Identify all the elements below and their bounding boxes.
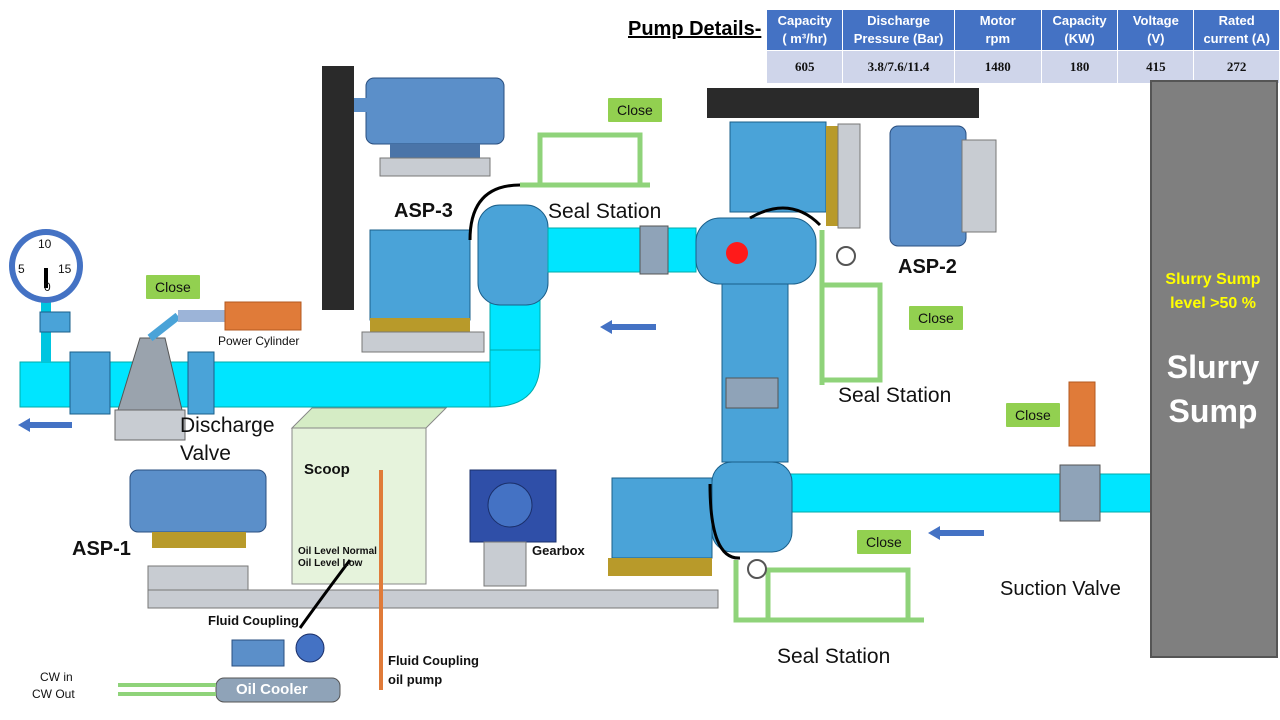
slurry-sump — [1150, 80, 1278, 658]
value-discharge-pressure: 3.8/7.6/11.4 — [842, 50, 955, 84]
asp2-label: ASP-2 — [898, 256, 957, 278]
value-rated-current: 272 — [1193, 50, 1280, 84]
asp1-seal-station-label: Seal Station — [777, 645, 891, 668]
asp1-motor — [129, 469, 267, 591]
asp2-belts — [707, 88, 979, 118]
gauge-tick-0: 0 — [44, 280, 51, 294]
asp3-seal-line — [468, 132, 650, 241]
asp2-pump — [695, 121, 861, 463]
col-voltage: Voltage(V) — [1117, 9, 1195, 51]
discharge-valve-close-status[interactable]: Close — [146, 275, 200, 299]
oil-level-low-label: Oil Level Low — [298, 558, 363, 569]
suction-flow-arrow — [928, 526, 984, 540]
col-capacity-kw: Capacity(KW) — [1040, 9, 1119, 51]
discharge-valve[interactable] — [69, 310, 226, 441]
suction-pipe — [779, 381, 1153, 522]
value-capacity-kw: 180 — [1040, 50, 1119, 84]
asp2-motor — [889, 125, 997, 247]
asp1-pump — [608, 461, 793, 576]
gauge-tick-10: 10 — [38, 237, 52, 251]
asp3-motor — [322, 66, 505, 310]
asp2-seal-station-label: Seal Station — [838, 384, 952, 407]
asp3-pump — [361, 204, 697, 353]
asp2-seal-line — [749, 206, 883, 385]
col-capacity-m3: Capacity( m³/hr) — [765, 9, 844, 51]
asp3-label: ASP-3 — [394, 200, 453, 222]
asp3-seal-close-status[interactable]: Close — [608, 98, 662, 122]
fluid-coupling-box — [290, 407, 448, 585]
oil-pump-and-cooler — [118, 470, 383, 703]
value-motor-rpm: 1480 — [953, 50, 1042, 84]
power-cylinder-label: Power Cylinder — [218, 334, 300, 348]
discharge-valve-label-1: Discharge — [180, 414, 275, 437]
oil-cooler-label: Oil Cooler — [236, 681, 308, 698]
gearbox-unit — [469, 469, 557, 587]
oil-level-normal-label: Oil Level Normal — [298, 546, 377, 557]
return-flow-arrow — [600, 320, 656, 334]
gauge-tick-5: 5 — [18, 262, 25, 276]
fluid-coupling-pump-label-1: Fluid Coupling — [388, 653, 479, 668]
value-voltage: 415 — [1117, 50, 1195, 84]
asp2-seal-close-status[interactable]: Close — [909, 306, 963, 330]
cw-in-label: CW in — [40, 670, 73, 684]
discharge-valve-label-2: Valve — [180, 442, 231, 465]
discharge-flow-arrow — [18, 418, 72, 432]
fluid-coupling-pump-label-2: oil pump — [388, 672, 443, 687]
value-capacity-m3: 605 — [765, 50, 844, 84]
fluid-coupling-label: Fluid Coupling — [208, 613, 299, 628]
scoop-label: Scoop — [304, 461, 350, 478]
power-cylinder — [224, 301, 302, 331]
asp1-seal-close-status[interactable]: Close — [857, 530, 911, 554]
pump-details-title: Pump Details- — [628, 18, 762, 40]
cw-out-label: CW Out — [32, 687, 75, 701]
asp1-label: ASP-1 — [72, 538, 131, 560]
suction-valve-close-status[interactable]: Close — [1006, 403, 1060, 427]
gearbox-label: Gearbox — [532, 543, 585, 558]
pressure-gauge — [9, 229, 83, 362]
skid-base — [147, 589, 719, 609]
asp3-seal-station-label: Seal Station — [548, 200, 662, 223]
alarm-led — [726, 242, 748, 264]
asp1-seal-line — [708, 483, 924, 623]
suction-valve-label: Suction Valve — [1000, 578, 1121, 600]
gauge-tick-15: 15 — [58, 262, 72, 276]
